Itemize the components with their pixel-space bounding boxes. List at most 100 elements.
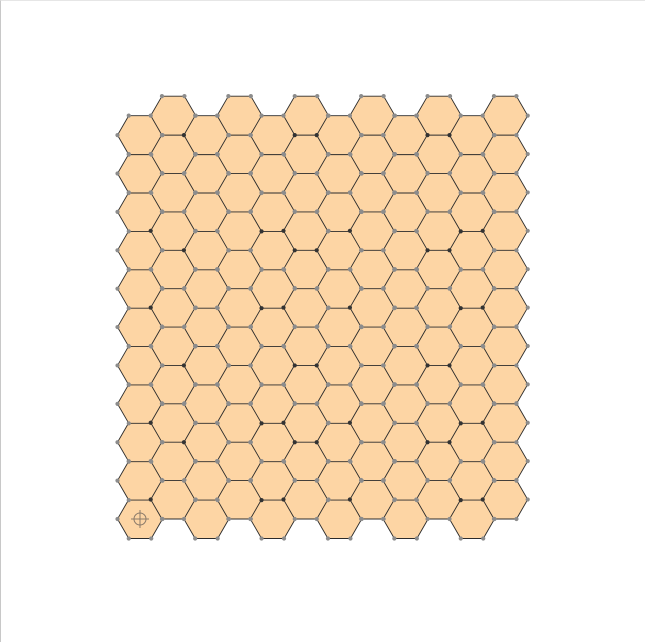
lattice-vertex[interactable] <box>193 113 198 118</box>
lattice-vertex[interactable] <box>215 228 220 233</box>
lattice-vertex[interactable] <box>259 421 264 426</box>
lattice-vertex[interactable] <box>314 363 319 368</box>
lattice-vertex[interactable] <box>215 536 220 541</box>
lattice-vertex[interactable] <box>248 440 253 445</box>
lattice-vertex[interactable] <box>259 113 264 118</box>
lattice-vertex[interactable] <box>115 133 120 138</box>
lattice-vertex[interactable] <box>159 324 165 330</box>
lattice-vertex[interactable] <box>359 248 364 253</box>
lattice-vertex[interactable] <box>348 382 353 388</box>
lattice-vertex[interactable] <box>126 344 131 349</box>
lattice-vertex[interactable] <box>181 133 186 138</box>
lattice-vertex[interactable] <box>325 536 331 541</box>
lattice-vertex[interactable] <box>181 248 186 253</box>
lattice-vertex[interactable] <box>480 497 485 502</box>
lattice-vertex[interactable] <box>381 516 386 522</box>
lattice-vertex[interactable] <box>181 440 186 445</box>
lattice-vertex[interactable] <box>281 382 287 388</box>
lattice-vertex[interactable] <box>115 171 120 176</box>
lattice-vertex[interactable] <box>447 248 452 253</box>
lattice-vertex[interactable] <box>193 229 198 234</box>
lattice-vertex[interactable] <box>159 478 165 483</box>
lattice-vertex[interactable] <box>525 267 530 272</box>
lattice-vertex[interactable] <box>392 152 397 157</box>
lattice-vertex[interactable] <box>149 190 154 196</box>
lattice-vertex[interactable] <box>292 248 297 253</box>
lattice-vertex[interactable] <box>292 133 297 138</box>
lattice-vertex[interactable] <box>481 344 486 349</box>
lattice-vertex[interactable] <box>359 133 364 138</box>
lattice-vertex[interactable] <box>314 478 319 483</box>
lattice-vertex[interactable] <box>392 113 397 118</box>
lattice-vertex[interactable] <box>292 170 297 176</box>
lattice-vertex[interactable] <box>359 171 364 176</box>
lattice-vertex[interactable] <box>159 133 165 138</box>
lattice-vertex[interactable] <box>381 248 386 253</box>
lattice-vertex[interactable] <box>525 382 530 387</box>
lattice-vertex[interactable] <box>414 267 419 272</box>
lattice-vertex[interactable] <box>215 151 220 157</box>
lattice-vertex[interactable] <box>392 306 397 311</box>
lattice-vertex[interactable] <box>414 420 419 425</box>
lattice-vertex[interactable] <box>149 459 154 464</box>
lattice-vertex[interactable] <box>447 171 452 176</box>
lattice-vertex[interactable] <box>259 152 264 157</box>
lattice-vertex[interactable] <box>381 363 386 368</box>
lattice-vertex[interactable] <box>259 267 264 272</box>
lattice-vertex[interactable] <box>115 478 120 483</box>
lattice-vertex[interactable] <box>447 209 452 215</box>
lattice-vertex[interactable] <box>514 478 519 483</box>
lattice-vertex[interactable] <box>458 267 463 272</box>
lattice-vertex[interactable] <box>381 324 386 330</box>
lattice-vertex[interactable] <box>514 248 519 253</box>
lattice-vertex[interactable] <box>215 382 220 387</box>
lattice-vertex[interactable] <box>159 248 165 253</box>
lattice-vertex[interactable] <box>193 536 198 541</box>
lattice-vertex[interactable] <box>347 420 352 425</box>
lattice-vertex[interactable] <box>491 516 497 522</box>
lattice-vertex[interactable] <box>425 440 430 445</box>
lattice-vertex[interactable] <box>392 344 397 349</box>
lattice-vertex[interactable] <box>347 228 352 233</box>
lattice-vertex[interactable] <box>425 363 430 368</box>
lattice-vertex[interactable] <box>115 209 120 215</box>
lattice-vertex[interactable] <box>159 516 165 522</box>
lattice-vertex[interactable] <box>414 113 419 118</box>
lattice-vertex[interactable] <box>126 229 131 234</box>
lattice-vertex[interactable] <box>314 516 319 522</box>
lattice-vertex[interactable] <box>458 536 463 541</box>
lattice-vertex[interactable] <box>315 94 320 99</box>
lattice-vertex[interactable] <box>458 344 463 349</box>
lattice-vertex[interactable] <box>425 477 430 483</box>
lattice-vertex[interactable] <box>447 516 452 522</box>
lattice-vertex[interactable] <box>481 382 486 388</box>
lattice-vertex[interactable] <box>248 478 253 483</box>
lattice-vertex[interactable] <box>226 133 231 138</box>
lattice-vertex[interactable] <box>491 401 497 406</box>
lattice-vertex[interactable] <box>491 478 497 483</box>
lattice-vertex[interactable] <box>381 209 386 215</box>
lattice-vertex[interactable] <box>259 536 264 541</box>
lattice-vertex[interactable] <box>215 420 220 425</box>
lattice-vertex[interactable] <box>281 420 286 425</box>
lattice-vertex[interactable] <box>458 306 463 311</box>
lattice-vertex[interactable] <box>226 171 231 176</box>
lattice-vertex[interactable] <box>514 171 519 176</box>
lattice-vertex[interactable] <box>259 229 264 234</box>
lattice-vertex[interactable] <box>525 459 530 464</box>
lattice-vertex[interactable] <box>181 286 186 291</box>
lattice-vertex[interactable] <box>259 459 264 464</box>
lattice-vertex[interactable] <box>325 306 331 311</box>
lattice-vertex[interactable] <box>159 209 165 215</box>
lattice-vertex[interactable] <box>126 536 131 541</box>
lattice-vertex[interactable] <box>159 363 165 368</box>
lattice-vertex[interactable] <box>292 440 297 445</box>
lattice-vertex[interactable] <box>215 497 220 502</box>
lattice-vertex[interactable] <box>480 113 485 118</box>
lattice-vertex[interactable] <box>425 324 430 329</box>
lattice-vertex[interactable] <box>259 498 264 503</box>
lattice-vertex[interactable] <box>514 286 519 291</box>
lattice-vertex[interactable] <box>281 190 287 196</box>
lattice-vertex[interactable] <box>159 94 165 99</box>
